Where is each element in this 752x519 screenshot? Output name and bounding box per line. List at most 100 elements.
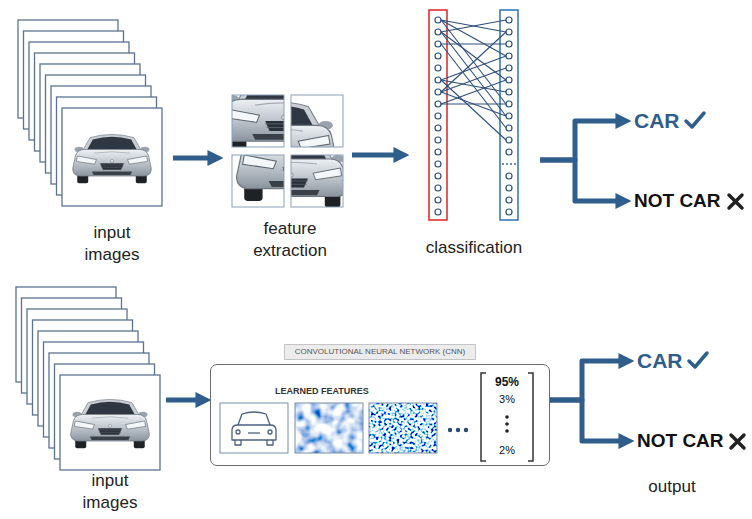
- neural-network: [506, 65, 512, 71]
- output-vector: 95% 3% 2%: [479, 371, 535, 463]
- neural-network: [429, 10, 518, 220]
- ellipsis-dot: [505, 415, 509, 419]
- learned-feature-tiles: [238, 412, 270, 425]
- neural-network: [441, 44, 506, 128]
- neural-network: [506, 41, 512, 47]
- neural-network: [435, 77, 441, 83]
- neural-network: [435, 41, 441, 47]
- neural-network: [510, 163, 512, 165]
- neural-network: [441, 68, 506, 92]
- neural-network: [506, 113, 512, 119]
- learned-feature-tiles: [448, 428, 452, 432]
- neural-network: [506, 197, 512, 203]
- flow-arrow: [173, 156, 212, 161]
- image-stack: [18, 20, 162, 206]
- neural-network: [506, 163, 508, 165]
- neural-network: [435, 65, 441, 71]
- learned-feature-tiles: [232, 412, 276, 445]
- neural-network: [441, 43, 506, 44]
- ellipsis-dot: [505, 429, 509, 433]
- flow-arrow: [540, 121, 620, 160]
- cross-icon: [731, 435, 744, 448]
- class-name: NOT CAR: [637, 429, 724, 453]
- neural-network: [441, 20, 506, 104]
- cnn-header: CONVOLUTIONAL NEURAL NETWORK (CNN): [284, 344, 477, 360]
- neural-network: [435, 17, 512, 215]
- neural-network: [441, 92, 506, 116]
- neural-network: [435, 125, 441, 131]
- car-photo: [71, 399, 150, 448]
- class-name: NOT CAR: [634, 189, 721, 213]
- neural-network: [435, 197, 441, 203]
- flow-arrow: [352, 153, 398, 158]
- label-anchor: output: [637, 476, 707, 498]
- learned-feature-tiles: [248, 432, 260, 433]
- learned-feature-tiles: [236, 430, 240, 434]
- class-output: CAR: [633, 348, 685, 374]
- feature-tiles: [291, 155, 343, 207]
- learned-feature-tiles: [369, 403, 437, 453]
- learned-feature-tiles: [295, 403, 363, 453]
- flow-arrow: [550, 361, 623, 400]
- learned-feature-tiles: [232, 425, 276, 440]
- neural-network: [506, 173, 512, 179]
- neural-network: [441, 20, 506, 56]
- neural-network: [506, 185, 512, 191]
- feature-tiles: [235, 137, 347, 207]
- neural-network: [435, 185, 441, 191]
- output-label: output: [637, 476, 707, 498]
- neural-network: [506, 209, 512, 215]
- neural-network: [502, 163, 504, 165]
- neural-network: [441, 20, 506, 140]
- probability: 2%: [479, 443, 535, 457]
- neural-network: [435, 53, 441, 59]
- probability: 95%: [479, 375, 535, 390]
- neural-network: [441, 56, 506, 80]
- classifier-network: classification: [408, 5, 540, 267]
- feature-maps: feature extraction: [222, 88, 352, 268]
- probability: 3%: [479, 392, 535, 406]
- stack-label: input images: [75, 222, 149, 266]
- image-stack: [60, 375, 160, 470]
- flow-arrow: [166, 398, 200, 403]
- neural-network: [441, 103, 506, 104]
- neural-network: [435, 113, 441, 119]
- flow-arrow: [540, 160, 620, 201]
- neural-network: [435, 173, 441, 179]
- neural-network: [441, 32, 506, 116]
- car-photo: [73, 134, 152, 183]
- neural-network: [435, 89, 441, 95]
- neural-network: [435, 149, 441, 155]
- feature-tiles: [291, 95, 343, 147]
- class-name: CAR: [637, 348, 683, 374]
- image-stack: input images: [14, 284, 166, 517]
- stage-label: feature extraction: [240, 218, 340, 262]
- check-icon: [686, 113, 704, 127]
- learned-feature-tiles: [456, 428, 460, 432]
- neural-network: [506, 77, 512, 83]
- feature-tiles: [232, 155, 284, 207]
- feature-tiles: [232, 95, 284, 147]
- neural-network: [441, 32, 506, 92]
- neural-network: [441, 80, 506, 92]
- feature-tiles: [235, 137, 347, 207]
- check-icon: [689, 353, 707, 367]
- learned-feature-tiles: [295, 403, 363, 453]
- ellipsis-dot: [505, 422, 509, 426]
- neural-network: [506, 149, 512, 155]
- neural-network: [502, 163, 516, 165]
- neural-network: [506, 17, 512, 23]
- learned-feature-tiles: [369, 403, 437, 453]
- cross-icon: [729, 195, 742, 208]
- stage-label: classification: [408, 237, 540, 259]
- learned-feature-tiles: [268, 430, 272, 434]
- neural-network: [441, 80, 506, 104]
- neural-network: [435, 29, 441, 35]
- flow-arrow: [550, 400, 623, 441]
- neural-network: [506, 101, 512, 107]
- image-stack: [16, 287, 160, 470]
- cnn-box: CONVOLUTIONAL NEURAL NETWORK (CNN)LEARNE…: [210, 364, 550, 466]
- neural-network: [506, 89, 512, 95]
- neural-network: [441, 80, 506, 140]
- class-output: CAR: [630, 108, 682, 134]
